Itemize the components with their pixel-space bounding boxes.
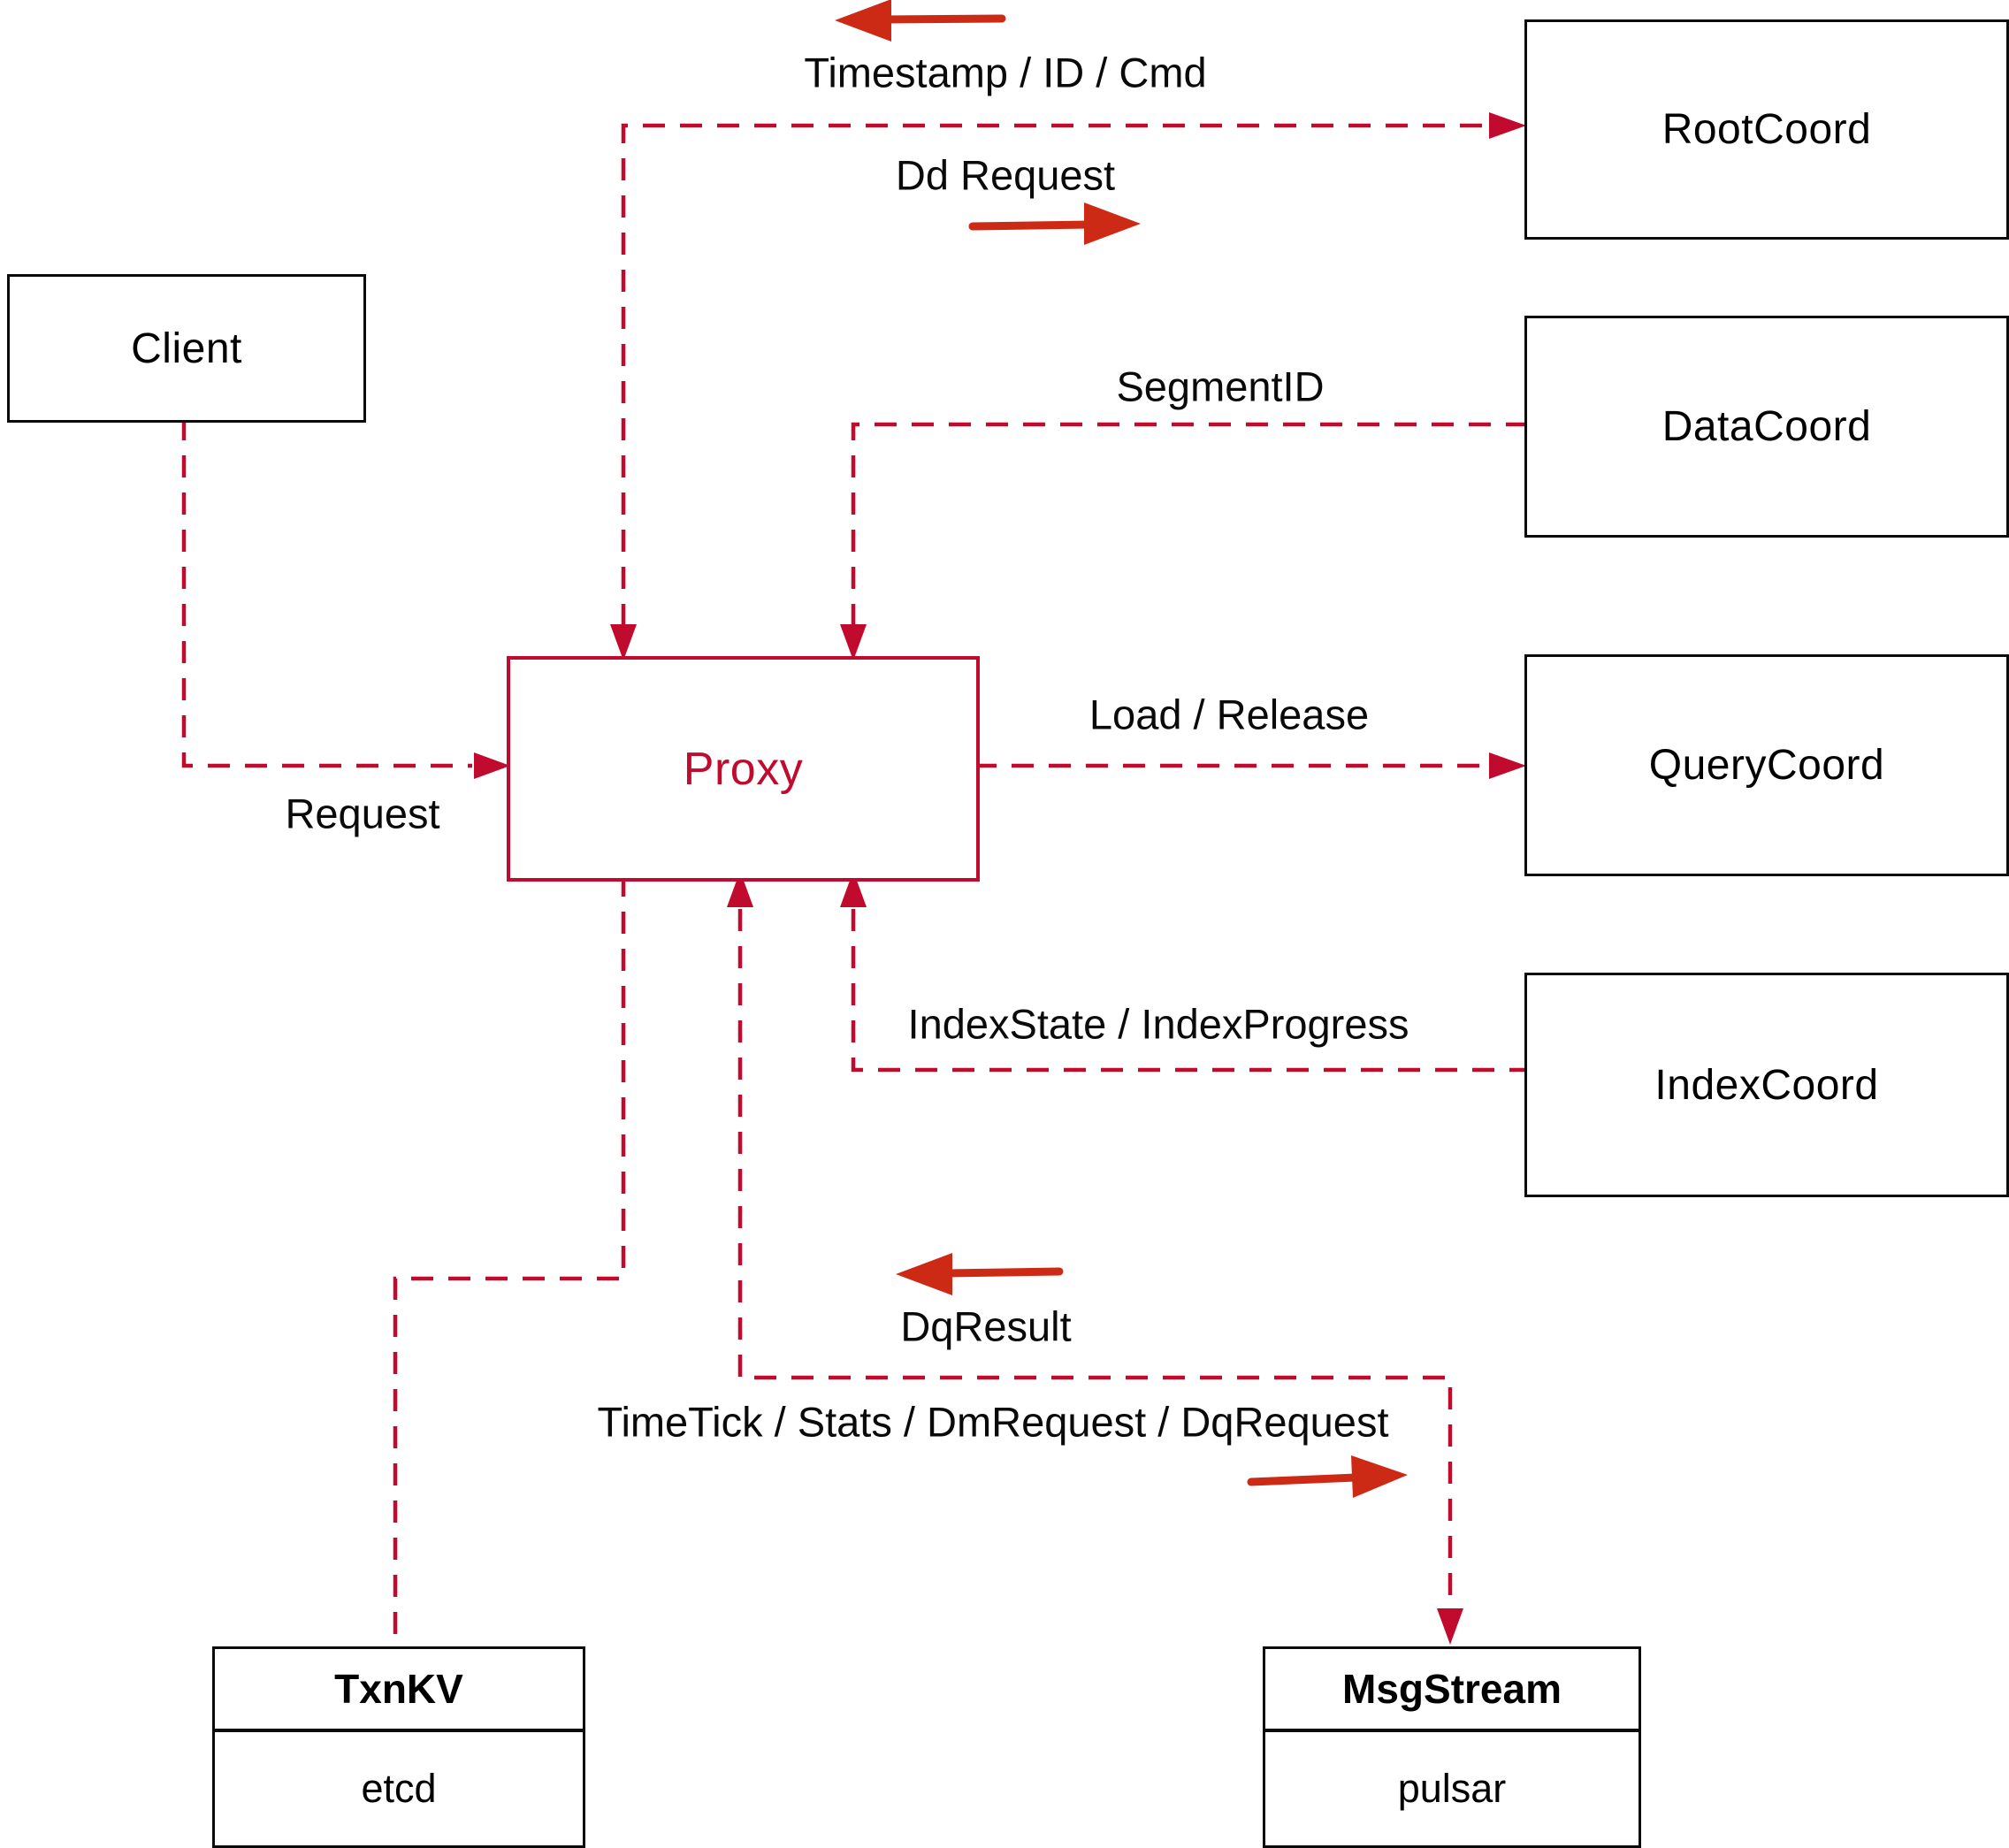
- dd-request-direction-right-arrow-icon: [968, 202, 1141, 245]
- rootcoord-node: RootCoord: [1524, 19, 2009, 240]
- timestamp-direction-left-arrow-icon: [835, 0, 1006, 42]
- edge-label-segmentid: SegmentID: [1116, 363, 1325, 410]
- arrowhead-down-into-proxy-from-datacoord-icon: [840, 624, 867, 661]
- txnkv-node: TxnKV etcd: [212, 1646, 585, 1848]
- arrowhead-up-into-proxy-from-msgstream-icon: [727, 871, 753, 907]
- client-node: Client: [7, 274, 366, 423]
- edge-label-dd-request: Dd Request: [895, 151, 1116, 199]
- proxy-node-label: Proxy: [683, 743, 804, 795]
- msgstream-node-impl: pulsar: [1397, 1766, 1507, 1811]
- rootcoord-node-label: RootCoord: [1661, 106, 1872, 153]
- msgstream-node: MsgStream pulsar: [1263, 1646, 1641, 1848]
- edge-label-request: Request: [285, 790, 440, 837]
- arrowhead-up-into-proxy-from-indexcoord-icon: [840, 871, 867, 907]
- arrowhead-right-into-rootcoord-icon: [1489, 112, 1526, 139]
- arrowhead-down-into-proxy-from-rootcoord-icon: [610, 624, 637, 661]
- txnkv-node-title: TxnKV: [215, 1649, 583, 1732]
- datacoord-node-label: DataCoord: [1661, 403, 1872, 450]
- indexcoord-proxy-connector: [851, 909, 1524, 1073]
- edge-label-dqresult: DqResult: [900, 1302, 1072, 1350]
- datacoord-proxy-connector: [851, 422, 1524, 626]
- txnkv-node-impl: etcd: [361, 1766, 437, 1811]
- edge-label-timestamp-id-cmd: Timestamp / ID / Cmd: [804, 49, 1207, 96]
- querycoord-node: QueryCoord: [1524, 654, 2009, 876]
- edge-label-indexstate-indexprogress: IndexState / IndexProgress: [907, 1000, 1409, 1048]
- indexcoord-node-label: IndexCoord: [1654, 1061, 1879, 1109]
- edge-label-timetick-stats-dmrequest-dqrequest: TimeTick / Stats / DmRequest / DqRequest: [597, 1398, 1389, 1446]
- proxy-txnkv-connector: [393, 874, 626, 1645]
- indexcoord-node: IndexCoord: [1524, 973, 2009, 1197]
- edge-label-load-release: Load / Release: [1089, 691, 1370, 738]
- client-proxy-connector: [181, 418, 472, 768]
- proxy-msgstream-connector: [737, 909, 1453, 1607]
- msgstream-node-title: MsgStream: [1265, 1649, 1639, 1732]
- arrowhead-down-into-msgstream-icon: [1437, 1608, 1463, 1645]
- arrowhead-right-into-querycoord-icon: [1489, 752, 1526, 779]
- timetick-direction-right-arrow-icon: [1247, 1455, 1408, 1498]
- client-node-label: Client: [131, 325, 242, 372]
- arrowhead-right-into-proxy-from-client-icon: [474, 752, 510, 779]
- querycoord-node-label: QueryCoord: [1648, 742, 1885, 789]
- proxy-rootcoord-connector: [621, 123, 1487, 626]
- dqresult-direction-left-arrow-icon: [896, 1253, 1064, 1295]
- datacoord-node: DataCoord: [1524, 316, 2009, 538]
- proxy-node: Proxy: [507, 656, 980, 882]
